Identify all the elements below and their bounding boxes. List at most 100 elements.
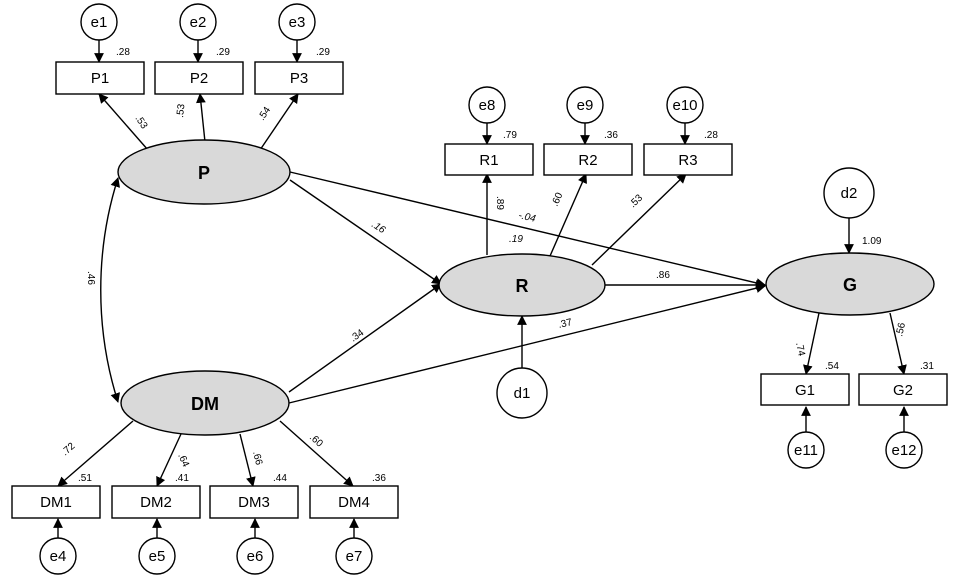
observed-dm2: DM2 <box>111 485 201 519</box>
observed-r2: R2 <box>543 143 633 176</box>
observed-g2: G2 <box>858 373 948 406</box>
arrow-p-g <box>289 171 766 288</box>
error-e11: e11 <box>787 431 825 469</box>
arrow-r-r3 <box>591 173 687 266</box>
observed-g1: G1 <box>760 373 850 406</box>
error-e1-label: e1 <box>91 14 108 31</box>
observed-dm1: DM1 <box>11 485 101 519</box>
coef-p-r: .16 <box>369 219 387 236</box>
latent-r: R <box>438 253 606 317</box>
rsq-dm4: .36 <box>372 473 386 484</box>
rsq-dm3: .44 <box>273 473 287 484</box>
loading-p-p1: .53 <box>133 114 150 132</box>
observed-g2-label: G2 <box>893 382 913 399</box>
observed-r3-label: R3 <box>678 152 697 169</box>
rsq-r1: .79 <box>503 130 517 141</box>
arrow-p-p2 <box>196 93 206 143</box>
latent-p-label: P <box>198 163 210 183</box>
coef-dm-r: .34 <box>348 327 366 344</box>
error-e2-label: e2 <box>190 14 207 31</box>
error-e5-label: e5 <box>149 548 166 565</box>
observed-dm3: DM3 <box>209 485 299 519</box>
error-e2: e2 <box>179 3 217 41</box>
arrow-dm-dm3 <box>239 433 256 487</box>
error-e4-label: e4 <box>50 548 67 565</box>
coef-p-dm: .46 <box>85 271 96 285</box>
rsq-p1: .28 <box>116 47 130 58</box>
observed-p3-label: P3 <box>290 70 308 87</box>
arrow-dm-dm4 <box>279 420 354 487</box>
loading-r-r2: .60 <box>550 191 566 209</box>
error-e1: e1 <box>80 3 118 41</box>
observed-dm2-label: DM2 <box>140 494 172 511</box>
rsq-r3: .28 <box>704 130 718 141</box>
rsq-p3: .29 <box>316 47 330 58</box>
loading-g-g1: .74 <box>793 341 807 357</box>
error-e12-label: e12 <box>891 442 916 459</box>
observed-r3: R3 <box>643 143 733 176</box>
latent-g: G <box>765 252 935 316</box>
error-e8: e8 <box>468 86 506 124</box>
arrow-dm-dm1 <box>57 420 134 487</box>
error-e7: e7 <box>335 537 373 575</box>
rsq-dm2: .41 <box>175 473 189 484</box>
observed-dm1-label: DM1 <box>40 494 72 511</box>
latent-r-label: R <box>516 276 529 296</box>
disturbance-d1-label: d1 <box>514 385 531 402</box>
error-e3-label: e3 <box>289 14 306 31</box>
arrow-p-p3 <box>259 93 299 151</box>
observed-p2-label: P2 <box>190 70 208 87</box>
latent-dm-label: DM <box>191 394 219 414</box>
arrow-dm-g <box>288 283 766 404</box>
loading-p-p3: .54 <box>256 105 273 123</box>
observed-p1-label: P1 <box>91 70 109 87</box>
loading-dm-dm1: .72 <box>60 441 78 459</box>
loading-r-r1: .89 <box>494 196 505 210</box>
latent-dm: DM <box>120 370 290 436</box>
error-e7-label: e7 <box>346 548 363 565</box>
coef-p-g: -.04 <box>517 210 537 225</box>
error-e11-label: e11 <box>794 442 818 459</box>
error-e5: e5 <box>138 537 176 575</box>
error-e3: e3 <box>278 3 316 41</box>
observed-g1-label: G1 <box>795 382 815 399</box>
rsq-g2: .31 <box>920 361 934 372</box>
rsq-r2: .36 <box>604 130 618 141</box>
arrow-p-p1 <box>98 93 149 151</box>
error-e12: e12 <box>885 431 923 469</box>
rsq-p2: .29 <box>216 47 230 58</box>
error-e10-label: e10 <box>672 97 697 114</box>
latent-p: P <box>117 139 291 205</box>
loading-g-g2: .56 <box>894 321 908 337</box>
arrow-p-r <box>289 179 442 285</box>
loading-r-r3: .53 <box>627 192 645 210</box>
disturbance-d2: d2 <box>823 167 875 219</box>
observed-dm4-label: DM4 <box>338 494 370 511</box>
arrow-dm-r <box>288 283 442 393</box>
rsq-dm1: .51 <box>78 473 92 484</box>
observed-p3: P3 <box>254 61 344 95</box>
latent-g-label: G <box>843 275 857 295</box>
error-e6: e6 <box>236 537 274 575</box>
arrow-g-g1 <box>803 312 820 375</box>
observed-p2: P2 <box>154 61 244 95</box>
observed-r1: R1 <box>444 143 534 176</box>
error-e9-label: e9 <box>577 97 594 114</box>
error-e10: e10 <box>666 86 704 124</box>
rsq-g1: .54 <box>825 361 839 372</box>
arrow-r-r2 <box>549 173 587 257</box>
error-e6-label: e6 <box>247 548 264 565</box>
disturbance-d2-label: d2 <box>841 185 858 202</box>
coef-r-g: .86 <box>656 270 670 281</box>
error-e4: e4 <box>39 537 77 575</box>
coef-dm-g: .37 <box>557 317 573 331</box>
error-e8-label: e8 <box>479 97 496 114</box>
loading-dm-dm2: .64 <box>175 452 191 470</box>
rsq-r: .19 <box>509 234 523 245</box>
loading-p-p2: .53 <box>175 103 187 118</box>
observed-r2-label: R2 <box>578 152 597 169</box>
disturbance-d1: d1 <box>496 367 548 419</box>
arrow-dm-dm2 <box>156 433 182 487</box>
observed-dm4: DM4 <box>309 485 399 519</box>
